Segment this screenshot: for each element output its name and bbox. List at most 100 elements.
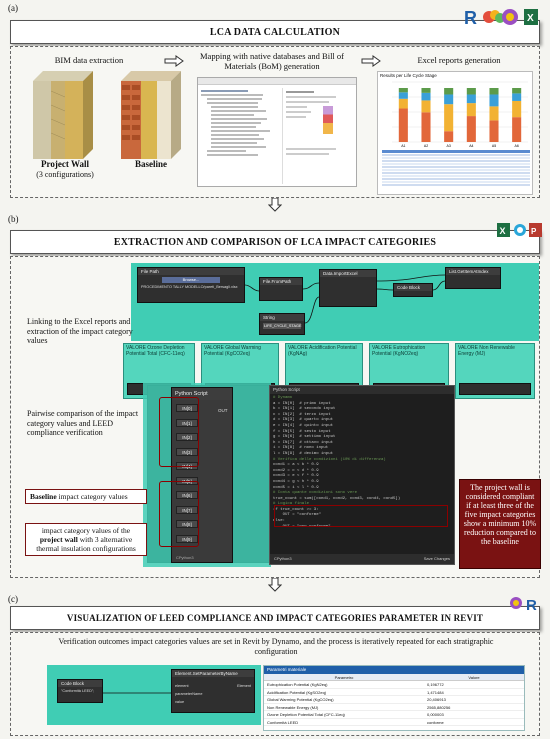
chart-bar-segment — [512, 88, 522, 94]
chart-bar-segment — [444, 94, 454, 105]
node-title: Element.SetParameterByName — [172, 670, 254, 677]
python-input-port[interactable]: IN[1] — [176, 418, 198, 427]
chart-bar-segment — [489, 120, 499, 142]
port-element[interactable]: element — [175, 684, 189, 688]
save-button[interactable]: Save Changes — [423, 556, 450, 561]
dynamo-revit-graph: Code Block "Conformità LEED"; Element.Se… — [47, 665, 261, 725]
chart-bar-segment — [512, 100, 522, 118]
python-input-port[interactable]: IN[6] — [176, 491, 198, 499]
chart-title: Results per Life Cycle Stage — [380, 73, 437, 78]
python-input-port[interactable]: IN[3] — [176, 447, 198, 456]
code-block-node-c[interactable]: Code Block "Conformità LEED"; — [57, 679, 103, 703]
port-out[interactable]: Element — [237, 684, 251, 688]
param-value: 0,196772 — [427, 682, 444, 687]
browse-button[interactable]: Browse... — [162, 277, 220, 283]
chart-tick-label: A6 — [515, 144, 519, 148]
section-b-panel: File Path Browse... PROCEDIMENTO TALLY M… — [10, 256, 541, 578]
baseline-label: Baseline — [134, 159, 167, 169]
wires — [244, 274, 446, 324]
port-parametername[interactable]: parameterName — [175, 692, 203, 696]
chart-bar-segment — [489, 94, 499, 107]
file-path-node[interactable]: File Path Browse... PROCEDIMENTO TALLY M… — [137, 267, 245, 303]
param-row: Ozone Depletion Potential Total (CFC-11e… — [264, 711, 524, 719]
engine-label: CPython3 — [176, 555, 194, 560]
col-valore: Valore — [468, 675, 480, 680]
python-script-node[interactable]: Python Script IN[0]IN[1]IN[2]IN[3]IN[4]I… — [171, 387, 233, 563]
code-line: cond4 = g < h * 0.9 — [273, 479, 319, 484]
code-line: OUT = "conforme" — [273, 513, 322, 518]
section-c-label: (c) — [8, 594, 18, 604]
code-line: cond3 = e < f * 0.9 — [273, 474, 319, 479]
pairwise-text: Pairwise comparison of the impact catego… — [27, 409, 139, 437]
section-b-banner: EXTRACTION AND COMPARISON OF LCA IMPACT … — [10, 230, 540, 254]
param-value: 1,471484 — [427, 689, 444, 695]
code-line: i = IN[8] # nono input — [273, 446, 329, 451]
baseline-inputs-highlight — [159, 397, 199, 467]
data-import-excel-node[interactable]: Data.ImportExcel — [319, 269, 377, 307]
list-getitem-node[interactable]: List.GetItemAtIndex — [445, 267, 501, 289]
string-node[interactable]: String LIFE_CYCLE_STAGE — [259, 313, 305, 335]
param-row: Global Warming Potential (KgCO2eq)20,406… — [264, 696, 524, 704]
step-excel-reports: Excel reports generation — [417, 55, 501, 65]
code-line: e = IN[4] # quinto input — [273, 423, 334, 428]
chart-bar-segment — [489, 106, 499, 121]
project-callout-bold: project wall — [39, 535, 78, 544]
code-line: a = IN[0] # primo input — [273, 401, 331, 406]
chart-bar-segment — [421, 100, 431, 113]
project-inputs-highlight — [159, 481, 199, 547]
code-line: cond1 = a < b * 0.9 — [273, 463, 319, 468]
code-line: if true_count >= 3: — [273, 507, 319, 512]
wires — [103, 692, 171, 694]
node-title: Code Block — [394, 284, 432, 291]
code-block-node[interactable]: Code Block — [393, 283, 433, 297]
chart-bar-segment — [444, 88, 454, 95]
python-input-port[interactable]: IN[0] — [176, 404, 198, 412]
node-title: File.FromPath — [260, 278, 302, 285]
value-node-title: VALORE Non Renewable Energy (MJ) — [458, 345, 515, 357]
setparameter-node[interactable]: Element.SetParameterByName element param… — [171, 669, 255, 713]
baseline-callout-bold: Baseline — [30, 492, 57, 501]
chart-bar-segment — [466, 88, 476, 95]
excel-dynamo-logos: X P — [497, 223, 542, 237]
chart-tick-label: A1 — [401, 144, 405, 148]
param-name: Ozone Depletion Potential Total (CFC-11e… — [267, 712, 345, 717]
project-wall-sublabel: (3 configurations) — [36, 170, 94, 179]
engine-select[interactable]: CPython3 — [274, 556, 292, 561]
dynamo-revit-logos: R — [510, 597, 537, 612]
node-title: File Path — [138, 268, 244, 275]
svg-text:P: P — [531, 227, 537, 236]
value-node-title: VALORE Acidification Potential (KgNAg) — [288, 345, 357, 357]
editor-title: Python Script — [270, 386, 454, 394]
param-row: Non Renewable Energy (MJ)2565,880256 — [264, 704, 524, 711]
step-mapping: Mapping with native databases and Bill o… — [200, 51, 344, 71]
chart-bar-segment — [421, 88, 431, 93]
software-logos-a: R X — [462, 6, 542, 28]
python-input-port[interactable]: IN[7] — [176, 505, 198, 514]
project-wall-render — [33, 71, 93, 159]
section-c-banner: VISUALIZATION OF LEED COMPLIANCE AND IMP… — [10, 606, 540, 630]
revit-logo-icon: R — [464, 8, 477, 28]
node-title: Code Block — [58, 680, 102, 687]
code-line: # Dynamo — [273, 396, 293, 400]
python-input-port[interactable]: IN[9] — [176, 534, 198, 543]
value-node-title: VALORE Eutrophication Potential (KgNO2eq… — [372, 345, 426, 357]
dynamo-excel-graph: File Path Browse... PROCEDIMENTO TALLY M… — [131, 263, 539, 341]
file-from-path-node[interactable]: File.FromPath — [259, 277, 303, 301]
param-value: conforme — [427, 719, 444, 725]
linking-text: Linking to the Excel reports and extract… — [27, 317, 133, 345]
section-a-label: (a) — [8, 3, 18, 13]
baseline-wall-render — [121, 71, 181, 159]
code-line: cond2 = c < d * 0.9 — [273, 468, 319, 473]
baseline-callout: Baseline impact category values — [25, 489, 147, 504]
project-callout: impact category values of the project wa… — [25, 523, 147, 556]
value-node-nre[interactable]: VALORE Non Renewable Energy (MJ) — [455, 343, 535, 399]
chart-tick-label: A4 — [469, 144, 473, 148]
section-c-panel: Verification outcomes impact categories … — [10, 632, 540, 736]
out-port[interactable]: OUT — [218, 408, 228, 413]
python-input-port[interactable]: IN[8] — [176, 520, 198, 528]
svg-text:R: R — [526, 597, 537, 612]
python-input-port[interactable]: IN[2] — [176, 433, 198, 441]
code-line: d = IN[3] # quarto input — [273, 418, 334, 423]
port-value[interactable]: value — [175, 700, 185, 704]
